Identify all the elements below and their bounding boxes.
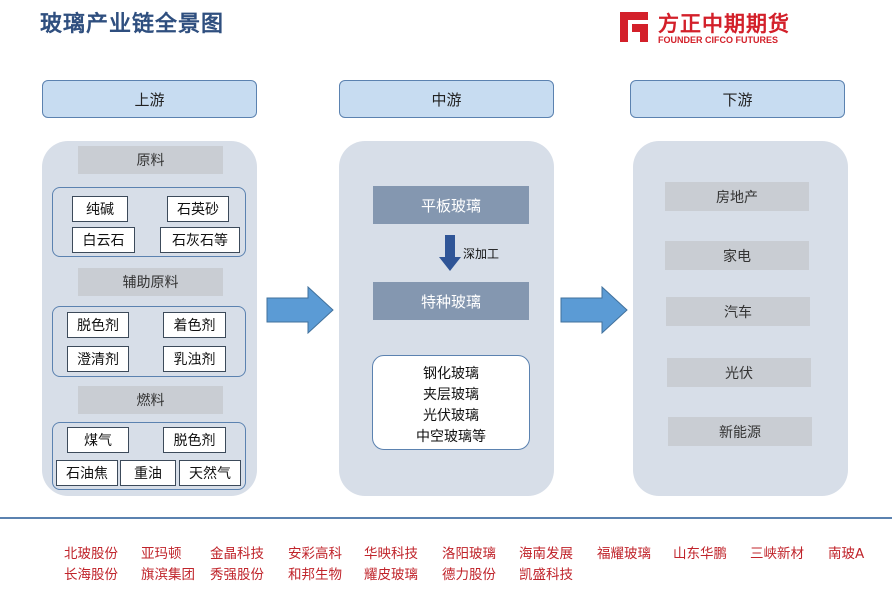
fuel-group [52,422,246,490]
product-item: 中空玻璃等 [416,429,486,445]
company-name: 洛阳玻璃 [442,546,496,562]
deep-processing-arrow-icon [439,235,461,271]
founder-logo-icon [620,12,648,42]
company-name: 海南发展 [519,546,573,562]
product-item: 夹层玻璃 [423,387,479,403]
fuel-item: 煤气 [67,427,129,453]
midstream-to-downstream-arrow-icon [560,286,628,334]
company-name: 耀皮玻璃 [364,567,418,583]
company-name: 南玻A [828,546,865,562]
company-name: 福耀玻璃 [597,546,651,562]
downstream-item-automotive: 汽车 [666,297,810,326]
deep-processing-label: 深加工 [463,247,500,261]
downstream-item-photovoltaic: 光伏 [667,358,811,387]
logo-name-cn: 方正中期期货 [658,12,790,36]
raw-material-item: 纯碱 [72,196,128,222]
page-title: 玻璃产业链全景图 [40,12,225,37]
product-item: 钢化玻璃 [423,366,479,382]
company-name: 旗滨集团 [141,567,195,583]
company-name: 安彩高科 [288,546,342,562]
auxiliary-materials-label: 辅助原料 [78,268,223,296]
fuel-item: 脱色剂 [163,427,226,453]
raw-materials-label: 原料 [78,146,223,174]
auxiliary-material-item: 澄清剂 [67,346,129,372]
company-name: 华映科技 [364,546,418,562]
auxiliary-materials-group [52,306,246,377]
fuel-item: 石油焦 [56,460,118,486]
downstream-item-appliances: 家电 [665,241,809,270]
midstream-header: 中游 [339,80,554,118]
downstream-header: 下游 [630,80,845,118]
company-name: 亚玛顿 [141,546,182,562]
special-glass-products: 钢化玻璃 夹层玻璃 光伏玻璃 中空玻璃等 [372,355,530,450]
fuel-item: 重油 [120,460,176,486]
company-name: 长海股份 [64,567,118,583]
auxiliary-material-item: 乳浊剂 [163,346,226,372]
footer-divider [0,517,892,519]
upstream-to-midstream-arrow-icon [266,286,334,334]
logo-name-en: FOUNDER CIFCO FUTURES [658,35,778,45]
company-name: 三峡新材 [750,546,804,562]
flat-glass-box: 平板玻璃 [373,186,529,224]
fuel-item: 天然气 [179,460,241,486]
raw-material-item: 石灰石等 [160,227,240,253]
product-item: 光伏玻璃 [423,408,479,424]
raw-materials-group [52,187,246,257]
downstream-item-new-energy: 新能源 [668,417,812,446]
fuel-label: 燃料 [78,386,223,414]
special-glass-box: 特种玻璃 [373,282,529,320]
company-name: 秀强股份 [210,567,264,583]
downstream-item-real-estate: 房地产 [665,182,809,211]
upstream-header: 上游 [42,80,257,118]
company-name: 凯盛科技 [519,567,573,583]
company-name: 金晶科技 [210,546,264,562]
company-name: 德力股份 [442,567,496,583]
raw-material-item: 白云石 [72,227,135,253]
auxiliary-material-item: 脱色剂 [67,312,129,338]
company-logo: 方正中期期货 FOUNDER CIFCO FUTURES [618,8,808,48]
company-name: 和邦生物 [288,567,342,583]
company-name: 山东华鹏 [673,546,727,562]
auxiliary-material-item: 着色剂 [163,312,226,338]
raw-material-item: 石英砂 [167,196,229,222]
company-name: 北玻股份 [64,546,118,562]
